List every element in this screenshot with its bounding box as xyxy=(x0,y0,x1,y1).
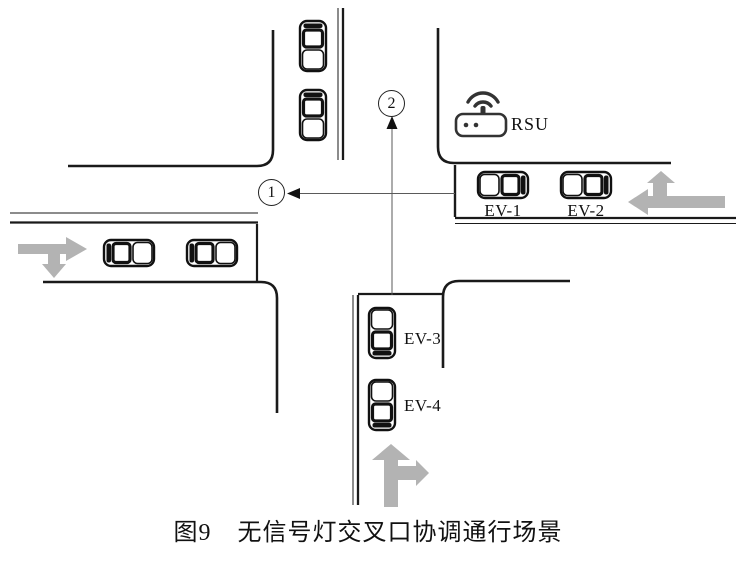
road-network xyxy=(10,8,736,505)
figure-caption: 图9 无信号灯交叉口协调通行场景 xyxy=(0,512,736,547)
phase-1-number: 1 xyxy=(267,183,276,201)
car-icon-ev3 xyxy=(367,306,397,360)
rsu-wifi-inner-arc xyxy=(473,100,493,108)
rsu-label: RSU xyxy=(511,114,550,134)
rsu-led-dot-1 xyxy=(463,122,469,128)
phase-guide-lines xyxy=(287,116,455,295)
phase-2-number: 2 xyxy=(387,94,396,112)
figure-caption-number: 图9 xyxy=(173,520,212,546)
rsu-led-dot-2 xyxy=(473,122,479,128)
rsu-roadside-unit-icon xyxy=(454,91,508,138)
car-icon-north-queue-2 xyxy=(298,88,328,142)
car-icon-west-queue-1 xyxy=(102,238,156,268)
car-icon-ev4 xyxy=(367,378,397,432)
car-icon-ev1 xyxy=(476,170,530,200)
road-edge-southeast-corner xyxy=(441,279,570,368)
road-edge-northeast-corner xyxy=(436,28,671,165)
car-icon-west-queue-2 xyxy=(185,238,239,268)
straight-and-left-turn-arrow-east-approach xyxy=(628,171,725,215)
ev2-label: EV-2 xyxy=(567,201,605,220)
straight-and-right-turn-arrow-west-approach xyxy=(18,237,87,278)
rsu-body xyxy=(454,112,508,138)
lane-direction-arrows xyxy=(18,171,725,507)
ev1-label: EV-1 xyxy=(484,201,522,220)
figure-caption-title: 无信号灯交叉口协调通行场景 xyxy=(237,520,563,546)
car-icon-ev2 xyxy=(559,170,613,200)
phase2-arrowhead-icon xyxy=(386,116,398,129)
road-edge-northwest-corner xyxy=(68,30,275,168)
road-edge-southwest-corner xyxy=(43,280,279,413)
straight-and-right-turn-arrow-south-approach xyxy=(372,444,429,507)
phase-1-badge: 1 xyxy=(258,179,285,206)
phase1-arrowhead-icon xyxy=(287,188,300,199)
ev3-label: EV-3 xyxy=(404,329,442,348)
rsu-wifi-outer-arc xyxy=(466,91,500,104)
ev4-label: EV-4 xyxy=(404,396,442,415)
car-icon-north-queue-1 xyxy=(298,19,328,73)
phase-2-badge: 2 xyxy=(378,90,405,117)
